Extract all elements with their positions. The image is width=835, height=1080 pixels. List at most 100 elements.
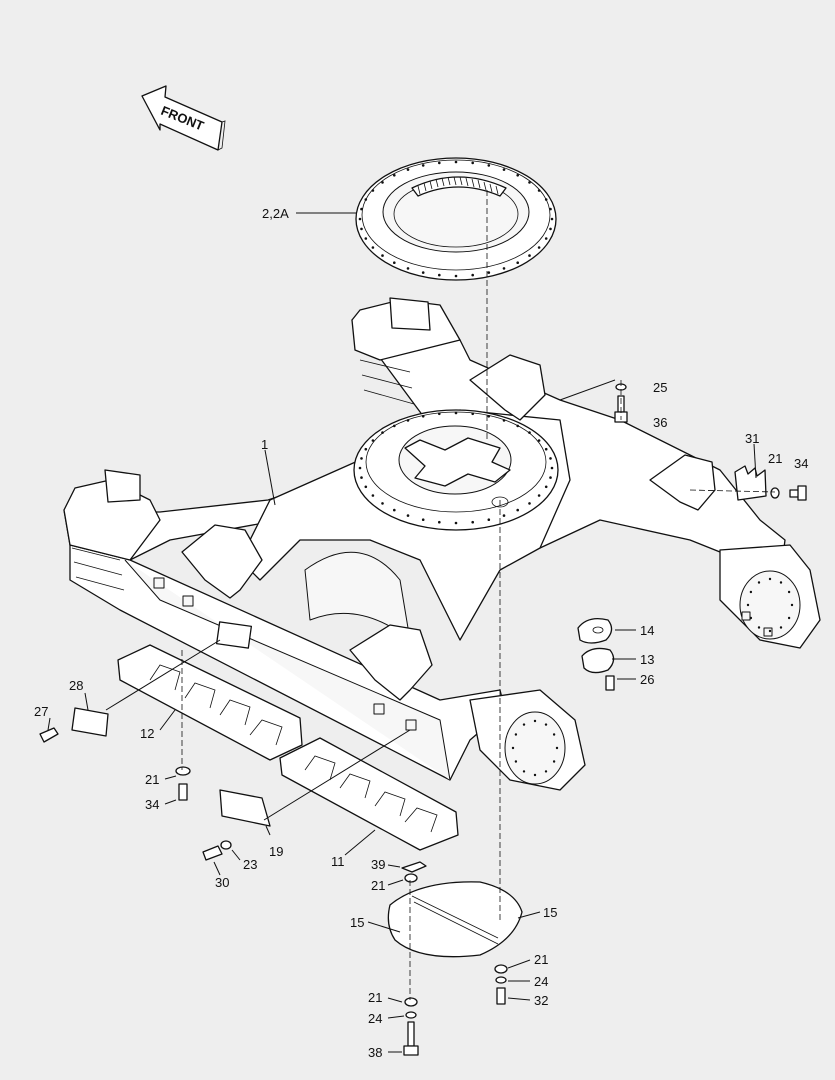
bolt-hole	[514, 760, 518, 763]
callout-19: 19	[269, 844, 283, 859]
bolt-hole	[393, 174, 396, 177]
callout-26: 26	[640, 672, 654, 687]
callout-24: 24	[368, 1011, 382, 1026]
bolt-hole	[550, 217, 554, 221]
bolt-hole	[516, 261, 519, 265]
bolt-26-icon	[605, 675, 615, 691]
bolt-hole	[438, 520, 441, 524]
bolt-hole	[537, 189, 541, 192]
plate-31-icon	[734, 465, 767, 501]
washer-24-b-icon	[405, 1011, 417, 1019]
bolt-hole	[381, 431, 384, 434]
callout-21: 21	[768, 451, 782, 466]
bolt-hole	[371, 494, 375, 497]
bolt-hole	[768, 629, 772, 633]
bolt-hole	[487, 271, 491, 274]
callout-15: 15	[543, 905, 557, 920]
callout-36: 36	[653, 415, 667, 430]
callout-38: 38	[368, 1045, 382, 1060]
callout-25: 25	[653, 380, 667, 395]
bearing-mount-holes	[358, 411, 554, 525]
bolt-hole	[516, 508, 519, 512]
callout-21: 21	[534, 952, 548, 967]
swing-bearing-ring	[355, 157, 557, 281]
callout-21: 21	[145, 772, 159, 787]
bolt-hole	[749, 616, 753, 620]
bolt-hole	[544, 237, 548, 240]
callout-34: 34	[794, 456, 808, 471]
bolt-hole	[371, 189, 375, 192]
bolt-hole	[757, 626, 761, 629]
bolt-hole	[514, 733, 518, 736]
bolt-hole	[768, 577, 772, 581]
bolt-hole	[371, 439, 375, 442]
bolt-hole	[528, 431, 531, 434]
bolt-hole	[360, 476, 363, 479]
swing-ring-holes	[358, 160, 554, 278]
callout-21: 21	[368, 990, 382, 1005]
bolt-hole	[544, 485, 548, 489]
callout-21: 21	[371, 878, 385, 893]
bolt-34-a-icon	[789, 485, 807, 501]
bolt-hole	[549, 457, 552, 460]
washer-21-a-icon	[770, 487, 780, 499]
bolt-hole	[533, 719, 537, 723]
bolt-hole	[421, 164, 425, 167]
bolt-hole	[790, 603, 794, 607]
bolt-hole	[522, 723, 526, 726]
bolt-hole	[454, 411, 458, 415]
callout-30: 30	[215, 875, 229, 890]
bolt-hole	[487, 415, 491, 418]
bolt-hole	[787, 590, 791, 594]
bolt-hole	[528, 181, 531, 184]
bolt-hole	[421, 518, 425, 521]
callout-24: 24	[534, 974, 548, 989]
bolt-hole	[552, 760, 556, 763]
bolt-hole	[550, 466, 554, 470]
washer-21-b-icon	[175, 766, 191, 776]
bolt-hole	[364, 485, 368, 489]
leader-lines	[47, 212, 757, 1053]
bolt-hole	[779, 581, 783, 584]
bolt-hole	[438, 273, 441, 277]
bolt-hole	[487, 164, 491, 167]
bolt-hole	[528, 502, 531, 505]
callout-11: 11	[331, 854, 345, 869]
plate-28-icon	[71, 707, 109, 737]
bolt-hole	[787, 616, 791, 620]
bolt-32-icon	[496, 987, 506, 1005]
callout-14: 14	[640, 623, 654, 638]
bolt-hole	[364, 447, 368, 451]
callout-23: 23	[243, 857, 257, 872]
bolt-hole	[438, 161, 441, 165]
bolt-hole	[533, 773, 537, 777]
callout-28: 28	[69, 678, 83, 693]
bolt-hole	[454, 160, 458, 164]
bolt-hole	[381, 502, 384, 505]
bolt-hole	[471, 273, 475, 277]
washer-21-c-icon	[404, 873, 418, 883]
bolt-hole	[393, 261, 396, 265]
pin-39-icon	[401, 861, 427, 873]
bolt-hole	[779, 626, 783, 629]
callout-12: 12	[140, 726, 154, 741]
bolt-hole	[502, 267, 506, 270]
washer-21-e-icon	[404, 997, 418, 1007]
bolt-hole	[393, 424, 396, 428]
callout-32: 32	[534, 993, 548, 1008]
bolt-hole	[406, 514, 410, 517]
bolt-hole	[549, 476, 552, 479]
bolt-30-icon	[202, 845, 223, 861]
callout-31: 31	[745, 431, 759, 446]
bolt-hole	[522, 770, 526, 773]
bolt-hole	[544, 770, 548, 773]
bolt-hole	[549, 227, 552, 231]
bolt-hole	[381, 254, 384, 257]
bolt-hole	[544, 198, 548, 201]
guard-11-icon	[279, 737, 459, 851]
callout-39: 39	[371, 857, 385, 872]
bolt-hole	[552, 733, 556, 736]
bolt-hole	[471, 161, 475, 165]
bolt-hole	[537, 494, 541, 497]
